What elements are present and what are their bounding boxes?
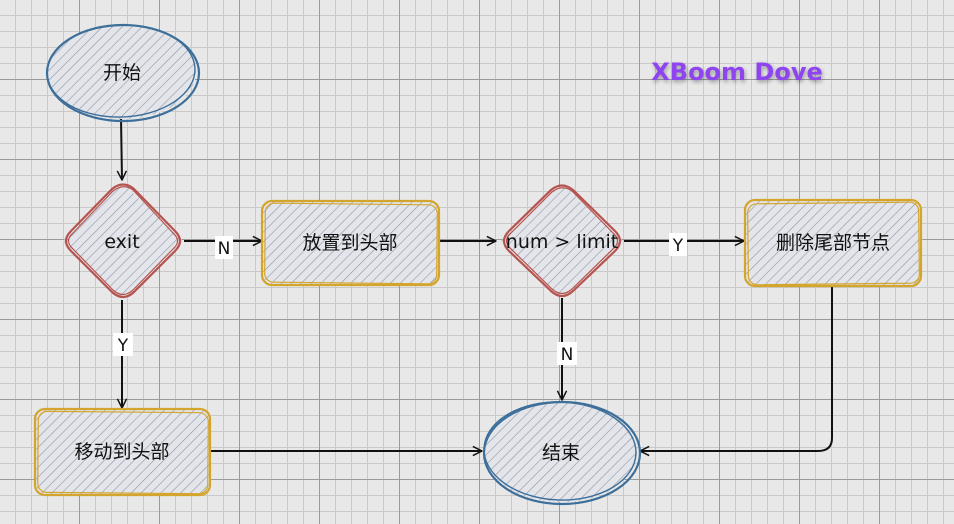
edge-label-exit-put: N bbox=[215, 236, 233, 259]
node-move-head[interactable]: 移动到头部 bbox=[33, 407, 212, 497]
node-put-head[interactable]: 放置到头部 bbox=[260, 199, 441, 287]
edge-start-exit bbox=[116, 117, 128, 181]
edge-label-text: Y bbox=[117, 336, 129, 356]
node-label: exit bbox=[104, 231, 139, 253]
node-start[interactable]: 开始 bbox=[45, 22, 201, 123]
node-exit[interactable]: exit bbox=[63, 183, 183, 300]
edge-label-text: Y bbox=[672, 236, 684, 256]
edge-label-check-delete: Y bbox=[669, 233, 687, 256]
edge-delete-end bbox=[639, 284, 833, 457]
node-label: num > limit bbox=[506, 231, 618, 253]
edges bbox=[116, 117, 833, 457]
node-label: 结束 bbox=[542, 442, 580, 464]
brand-logo-text: XBoom Dove bbox=[651, 58, 822, 86]
edge-label-exit-move: Y bbox=[113, 333, 133, 356]
node-label: 删除尾部节点 bbox=[776, 232, 890, 254]
edge-label-check-end: N bbox=[557, 342, 577, 365]
node-label: 移动到头部 bbox=[74, 441, 169, 463]
node-delete-tail[interactable]: 删除尾部节点 bbox=[743, 198, 923, 288]
node-label: 开始 bbox=[103, 62, 141, 84]
node-end[interactable]: 结束 bbox=[482, 399, 642, 506]
node-check-limit[interactable]: num > limit bbox=[501, 184, 623, 298]
node-label: 放置到头部 bbox=[302, 232, 397, 254]
edge-label-text: N bbox=[561, 345, 574, 365]
edge-label-text: N bbox=[218, 239, 231, 259]
